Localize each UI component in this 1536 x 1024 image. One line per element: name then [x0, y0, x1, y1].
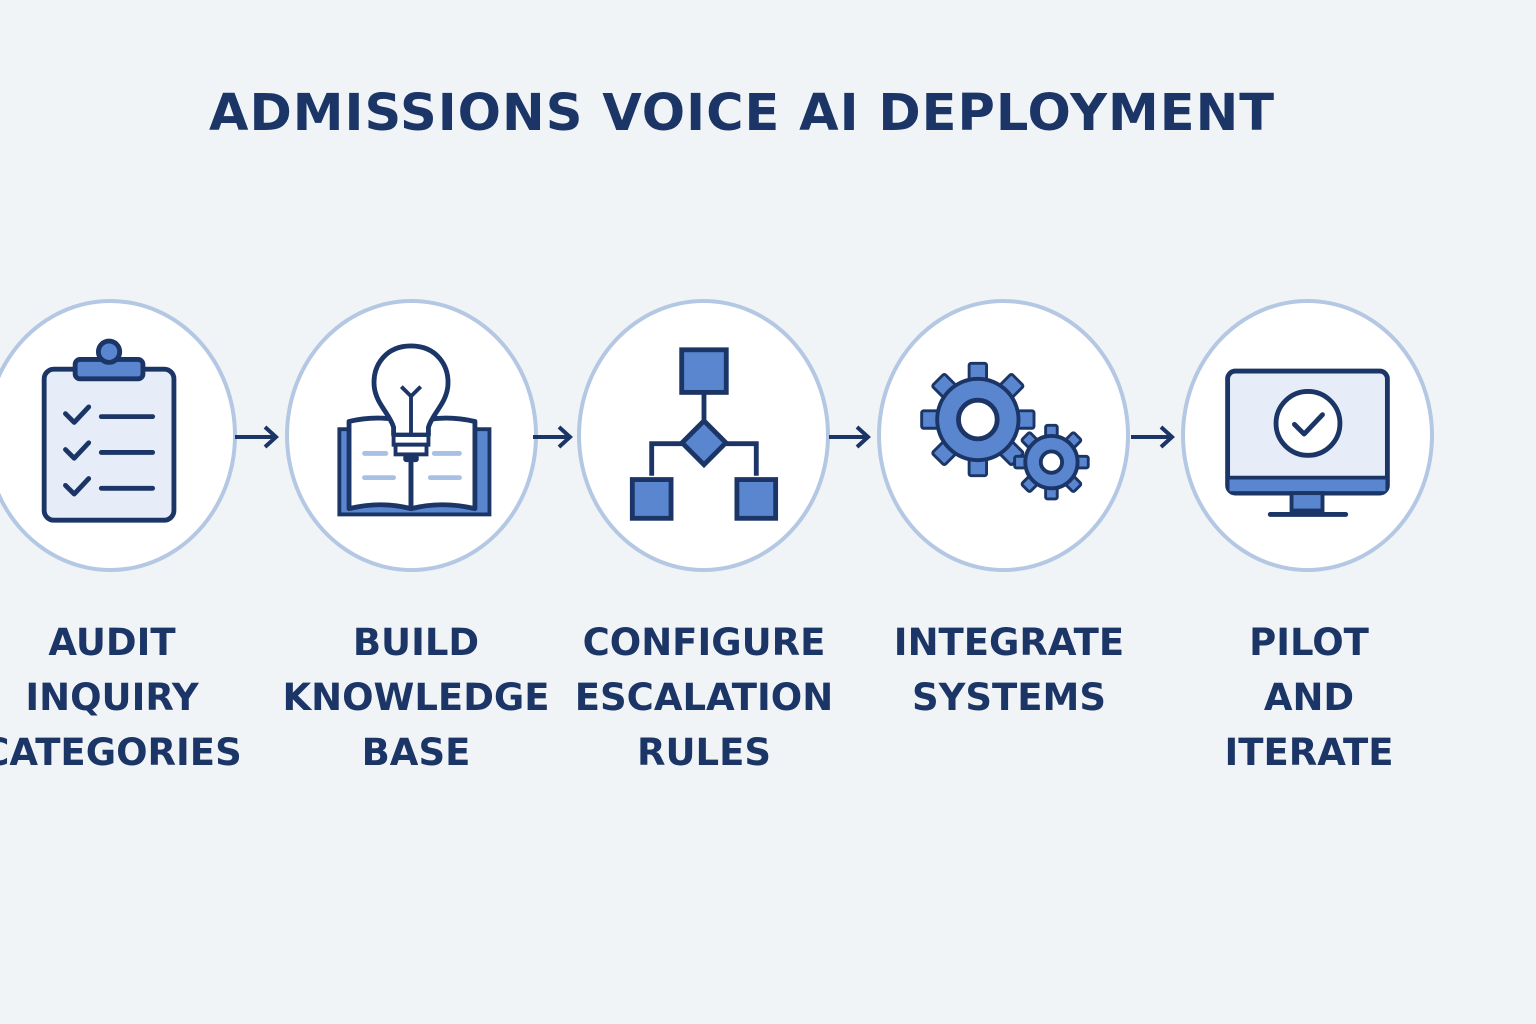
- step-circle: [577, 299, 830, 572]
- step-circle: [1181, 299, 1434, 572]
- monitor-check-icon: [1225, 368, 1390, 517]
- step-circle: [285, 299, 538, 572]
- step-circle: [0, 299, 237, 572]
- clipboard-checklist-icon: [41, 338, 177, 523]
- step-label: CONFIGURE ESCALATION RULES: [574, 621, 834, 774]
- arrow-right-icon: [235, 425, 279, 449]
- step-circle: [877, 299, 1130, 572]
- step-label: AUDIT INQUIRY CATEGORIES: [0, 621, 242, 774]
- arrow-right-icon: [1131, 425, 1175, 449]
- flowchart-icon: [629, 347, 779, 521]
- arrow-right-icon: [533, 425, 573, 449]
- page-title: ADMISSIONS VOICE AI DEPLOYMENT: [209, 84, 1276, 143]
- lightbulb-book-icon: [337, 343, 492, 517]
- step-label: PILOT AND ITERATE: [1224, 621, 1394, 774]
- gears-icon: [920, 361, 1090, 501]
- step-label: BUILD KNOWLEDGE BASE: [282, 621, 550, 774]
- arrow-right-icon: [829, 425, 871, 449]
- step-label: INTEGRATE SYSTEMS: [893, 621, 1125, 719]
